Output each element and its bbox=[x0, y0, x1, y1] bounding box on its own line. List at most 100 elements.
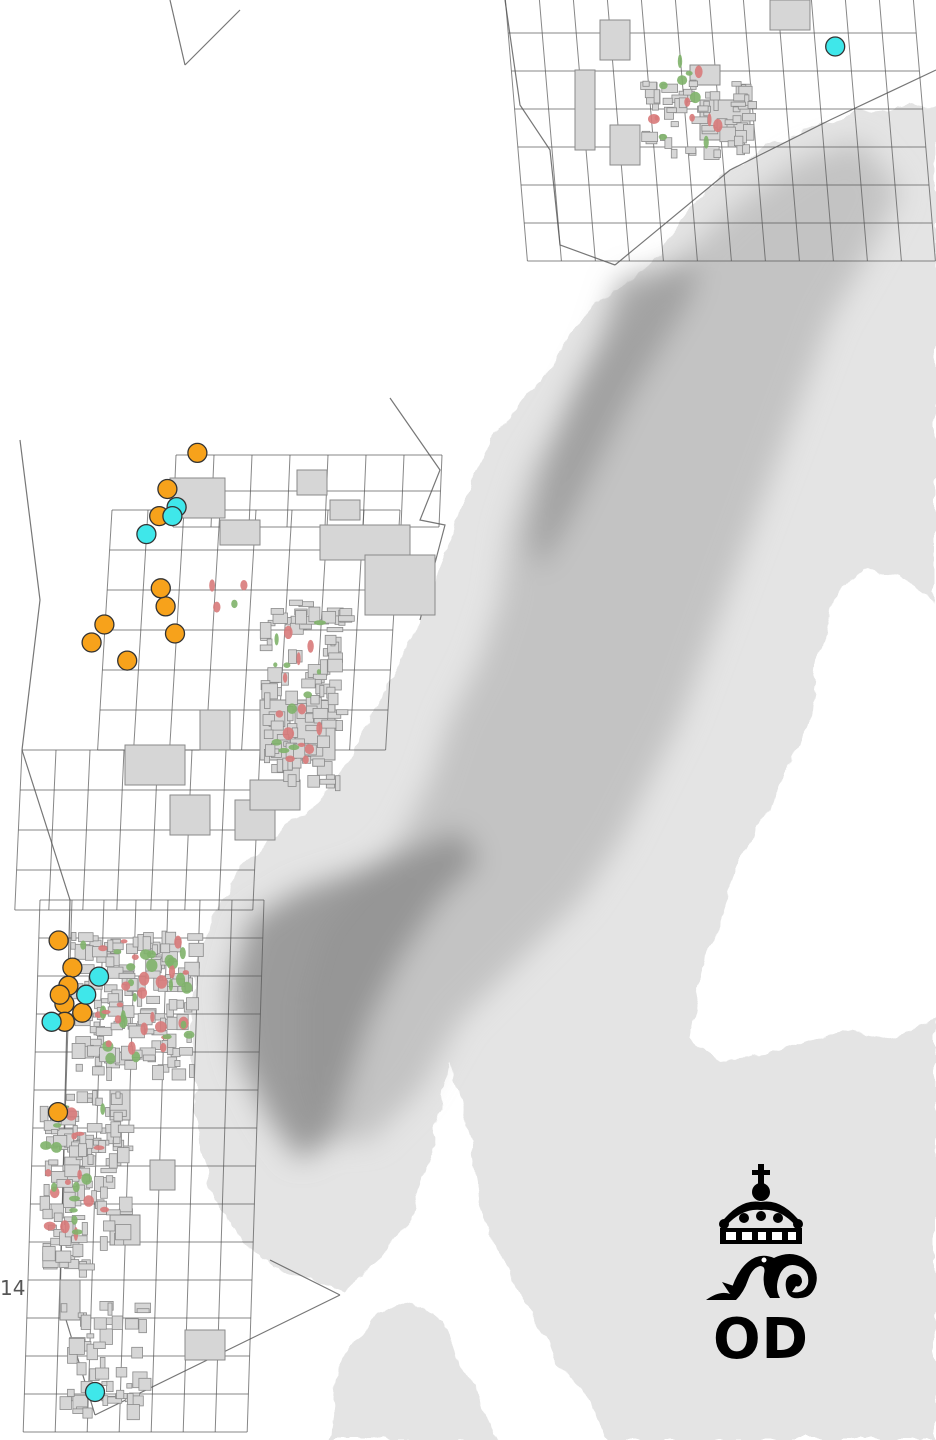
oil-field bbox=[164, 954, 175, 967]
oil-field bbox=[100, 1103, 106, 1115]
licence-block bbox=[59, 1279, 81, 1321]
norwegian-sea-grid-lower-col-line bbox=[48, 749, 57, 911]
licence-block-small bbox=[42, 1208, 53, 1220]
licence-block-small bbox=[117, 1147, 130, 1164]
gas-field bbox=[275, 710, 284, 718]
licence-block-small bbox=[304, 713, 314, 723]
licence-block-small bbox=[179, 1047, 193, 1056]
oil-field bbox=[659, 81, 668, 90]
well-marker-orange bbox=[157, 478, 178, 500]
licence-block-small bbox=[51, 1129, 59, 1135]
licence-block-small bbox=[82, 1407, 93, 1419]
licence-block-small bbox=[53, 1212, 63, 1223]
licence-block-small bbox=[742, 113, 756, 122]
licence-block-small bbox=[312, 758, 325, 767]
gas-field bbox=[100, 1206, 109, 1213]
oil-field bbox=[689, 91, 701, 104]
licence-block-small bbox=[78, 1263, 95, 1271]
well-marker-cyan bbox=[41, 1011, 62, 1032]
barents-sea-grid-col-line bbox=[640, 0, 664, 262]
licence-block-small bbox=[262, 714, 275, 726]
licence-block-small bbox=[653, 89, 660, 104]
gas-field bbox=[689, 113, 695, 122]
licence-block-small bbox=[166, 1016, 178, 1030]
gas-field bbox=[121, 981, 131, 991]
gas-field bbox=[160, 1042, 167, 1053]
oil-field bbox=[113, 949, 122, 955]
licence-block-small bbox=[71, 1043, 86, 1060]
licence-block-small bbox=[103, 1220, 116, 1232]
licence-block-small bbox=[267, 667, 283, 683]
well-marker-cyan bbox=[76, 984, 97, 1005]
licence-block-small bbox=[138, 1377, 152, 1391]
licence-block-small bbox=[111, 1315, 123, 1330]
licence-block-small bbox=[165, 931, 177, 945]
well-marker-orange bbox=[187, 442, 208, 464]
licence-block-small bbox=[167, 1033, 177, 1048]
licence-block-small bbox=[71, 1235, 88, 1243]
licence-block-small bbox=[701, 125, 716, 132]
licence-block-small bbox=[78, 932, 94, 943]
licence-block-small bbox=[732, 115, 742, 123]
oil-field bbox=[685, 70, 693, 76]
licence-block-small bbox=[310, 695, 320, 705]
licence-block-small bbox=[308, 606, 321, 623]
licence-block-small bbox=[39, 1195, 50, 1211]
gas-field bbox=[282, 672, 288, 683]
licence-block-small bbox=[60, 1303, 68, 1313]
licence-block-small bbox=[730, 101, 746, 107]
oil-field bbox=[283, 662, 291, 668]
licence-block-small bbox=[160, 943, 171, 954]
norwegian-sea-grid-top-col-line bbox=[362, 454, 367, 528]
crown-icon bbox=[706, 1164, 817, 1300]
licence-block-small bbox=[93, 1341, 106, 1349]
licence-block-small bbox=[117, 1124, 135, 1133]
gas-field bbox=[654, 115, 659, 121]
oil-field bbox=[105, 1052, 116, 1065]
licence-block-small bbox=[662, 97, 673, 105]
barents-sea-grid-col-line bbox=[538, 0, 562, 262]
gas-field bbox=[694, 65, 703, 79]
oil-field bbox=[271, 739, 282, 746]
barents-sea-grid-col-line bbox=[674, 0, 698, 262]
norwegian-sea-grid-top-col-line bbox=[400, 454, 405, 528]
oil-field bbox=[180, 1020, 187, 1029]
gas-field bbox=[98, 945, 108, 952]
denmark-land bbox=[330, 1300, 500, 1440]
licence-block-small bbox=[86, 1333, 95, 1339]
gas-field bbox=[296, 652, 301, 666]
licence-block-small bbox=[93, 1317, 107, 1330]
well-marker-cyan bbox=[825, 36, 846, 57]
licence-block-small bbox=[131, 1346, 143, 1359]
oil-field bbox=[80, 940, 87, 950]
licence-block-small bbox=[106, 1066, 112, 1081]
licence-block-small bbox=[259, 644, 273, 652]
oil-field bbox=[120, 1010, 126, 1023]
oil-field bbox=[183, 1030, 195, 1039]
gas-field bbox=[83, 1195, 94, 1207]
oil-field bbox=[658, 133, 668, 141]
licence-block-small bbox=[115, 1224, 132, 1241]
licence-block-small bbox=[85, 945, 94, 961]
licence-block-small bbox=[138, 1319, 147, 1334]
gas-field bbox=[174, 935, 182, 949]
licence-block-small bbox=[55, 1250, 72, 1263]
licence-block-small bbox=[99, 1357, 106, 1370]
licence-block-small bbox=[731, 81, 742, 87]
norwegian-sea-grid-upper-col-line bbox=[133, 509, 149, 751]
gas-field bbox=[155, 975, 168, 989]
oil-field bbox=[146, 959, 158, 972]
licence-block-small bbox=[100, 1186, 108, 1199]
well-marker-orange bbox=[72, 1002, 93, 1023]
licence-block-small bbox=[104, 984, 118, 993]
oil-field bbox=[69, 1208, 78, 1213]
licence-block-small bbox=[71, 932, 77, 941]
well-marker-cyan bbox=[88, 966, 110, 987]
licence-block-small bbox=[664, 137, 673, 149]
licence-block-small bbox=[106, 1380, 114, 1393]
oil-field bbox=[703, 135, 709, 149]
oil-field bbox=[126, 963, 136, 971]
licence-block-small bbox=[685, 146, 697, 154]
